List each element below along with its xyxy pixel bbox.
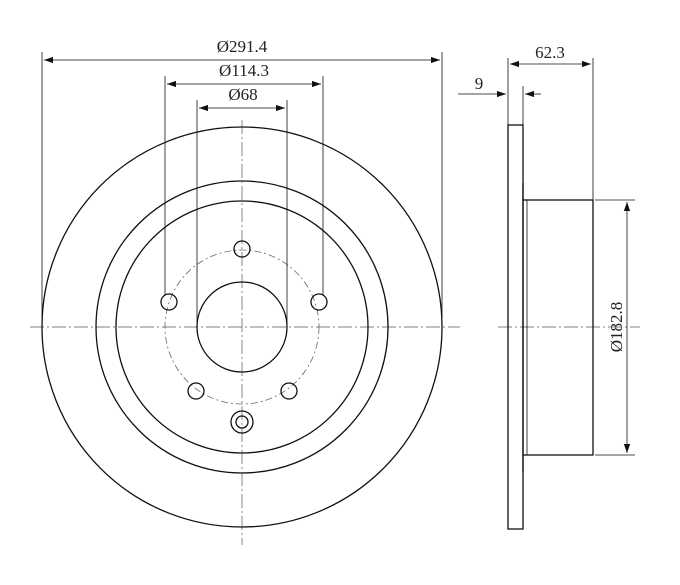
hat-profile (522, 199, 594, 456)
disc-thickness-label: 9 (475, 74, 484, 93)
hat-diameter-label: Ø182.8 (607, 302, 626, 353)
outer-diameter-label: Ø291.4 (217, 37, 268, 56)
bolt-hole (187, 382, 205, 400)
side-view: 62.3 9 Ø182.8 (458, 43, 640, 530)
bolt-circle-diameter-label: Ø114.3 (219, 61, 269, 80)
bolt-hole (310, 293, 328, 311)
front-view: Ø291.4 Ø114.3 Ø68 (30, 37, 460, 545)
bolt-hole (160, 293, 178, 311)
locating-screw-hole-outer (230, 410, 254, 434)
bolt-hole (233, 240, 251, 258)
overall-height-label: 62.3 (535, 43, 565, 62)
bolt-circle (164, 249, 320, 405)
hat-outer-edge (95, 180, 389, 474)
bolt-hole (280, 382, 298, 400)
locating-screw-hole-inner (235, 415, 249, 429)
hat-inner-edge (115, 200, 369, 454)
center-bore-diameter-label: Ø68 (228, 85, 257, 104)
